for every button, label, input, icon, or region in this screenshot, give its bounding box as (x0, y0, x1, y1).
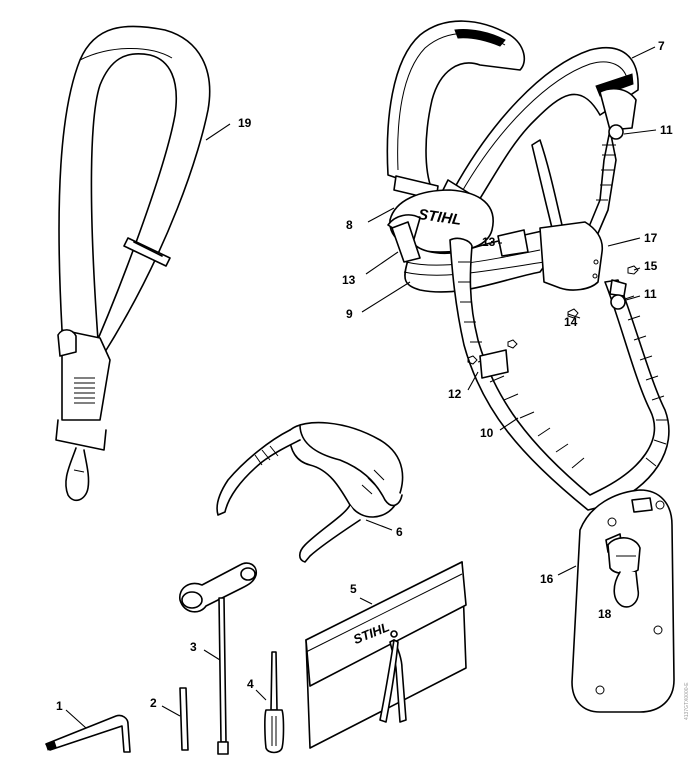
callout-11-upper: 11 (660, 123, 673, 137)
watermark: 4137GTX0000-E (684, 682, 690, 720)
pin-2 (179, 687, 189, 751)
callout-2: 2 (150, 696, 157, 710)
safety-glasses-6 (216, 421, 404, 563)
callout-14: 14 (564, 315, 578, 329)
callout-19: 19 (238, 116, 252, 130)
screwdriver-4 (264, 651, 285, 754)
callout-3: 3 (190, 640, 197, 654)
combination-wrench-3 (179, 562, 258, 755)
callout-11-lower: 11 (644, 287, 657, 301)
tool-pouch-5: STIHL (305, 561, 467, 749)
callout-8: 8 (346, 218, 353, 232)
callout-18: 18 (598, 607, 612, 621)
callout-6: 6 (396, 525, 403, 539)
callout-13-left: 13 (342, 273, 356, 287)
callout-9: 9 (346, 307, 353, 321)
callout-5: 5 (350, 582, 357, 596)
callout-7: 7 (658, 39, 665, 53)
callout-10: 10 (480, 426, 494, 440)
callout-12: 12 (448, 387, 462, 401)
shoulder-strap-19 (55, 25, 211, 502)
harness-7: STIHL (386, 20, 670, 511)
callout-17: 17 (644, 231, 658, 245)
hex-key-1 (45, 714, 131, 753)
callout-15: 15 (644, 259, 658, 273)
callout-13-right: 13 (482, 235, 496, 249)
carabiner-clip-18 (607, 537, 641, 608)
callout-1: 1 (56, 699, 63, 713)
callout-16: 16 (540, 572, 554, 586)
callout-4: 4 (247, 677, 254, 691)
harness-logo: STIHL (417, 206, 462, 229)
